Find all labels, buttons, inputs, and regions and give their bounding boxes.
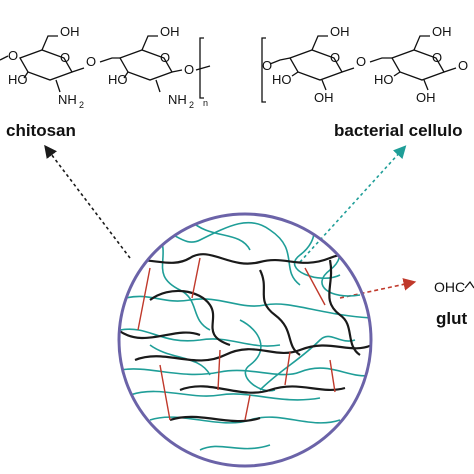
chitosan-ho-2: HO xyxy=(108,72,128,87)
cellulose-oh-bottom-1: OH xyxy=(314,90,334,105)
cellulose-oh-2: OH xyxy=(432,24,452,39)
chitosan-nh2-1: NH xyxy=(58,92,77,107)
network-circle xyxy=(117,212,373,468)
bacterial-cellulose-label: bacterial cellulo xyxy=(334,121,463,140)
chitosan-end-o: O xyxy=(184,62,194,77)
chitosan-arrow xyxy=(44,144,131,259)
chitosan-structure xyxy=(0,35,211,99)
crosslinker-name-label: glut xyxy=(436,309,467,328)
chitosan-link-o: O xyxy=(86,54,96,69)
crosslinker-bond-icon xyxy=(464,280,474,289)
cellulose-ring-o-2: O xyxy=(432,50,442,65)
chitosan-nh2-2: NH xyxy=(168,92,187,107)
chitosan-o-left: O xyxy=(8,48,18,63)
crosslinker-formula: OHC xyxy=(434,279,465,295)
crosslinker-arrow xyxy=(339,278,417,299)
cellulose-o-left: O xyxy=(262,58,272,73)
cellulose-link-o: O xyxy=(356,54,366,69)
cellulose-end-o: O xyxy=(458,58,468,73)
chitosan-ring-o-1: O xyxy=(60,50,70,65)
chitosan-nh2-2-sub: 2 xyxy=(189,100,194,110)
cellulose-ring-o-1: O xyxy=(330,50,340,65)
cellulose-arrow xyxy=(299,145,407,263)
chitosan-oh-1: OH xyxy=(60,24,80,39)
chitosan-nh2-1-sub: 2 xyxy=(79,100,84,110)
chitosan-repeat-n: n xyxy=(203,98,208,108)
cellulose-oh-1: OH xyxy=(330,24,350,39)
cellulose-structure xyxy=(261,35,457,103)
chitosan-ho-1: HO xyxy=(8,72,28,87)
cellulose-ho-1: HO xyxy=(272,72,292,87)
cellulose-oh-bottom-2: OH xyxy=(416,90,436,105)
cellulose-ho-2: HO xyxy=(374,72,394,87)
chitosan-oh-2: OH xyxy=(160,24,180,39)
crosslinks xyxy=(137,257,336,421)
chitosan-label: chitosan xyxy=(6,121,76,140)
chitosan-ring-o-2: O xyxy=(160,50,170,65)
